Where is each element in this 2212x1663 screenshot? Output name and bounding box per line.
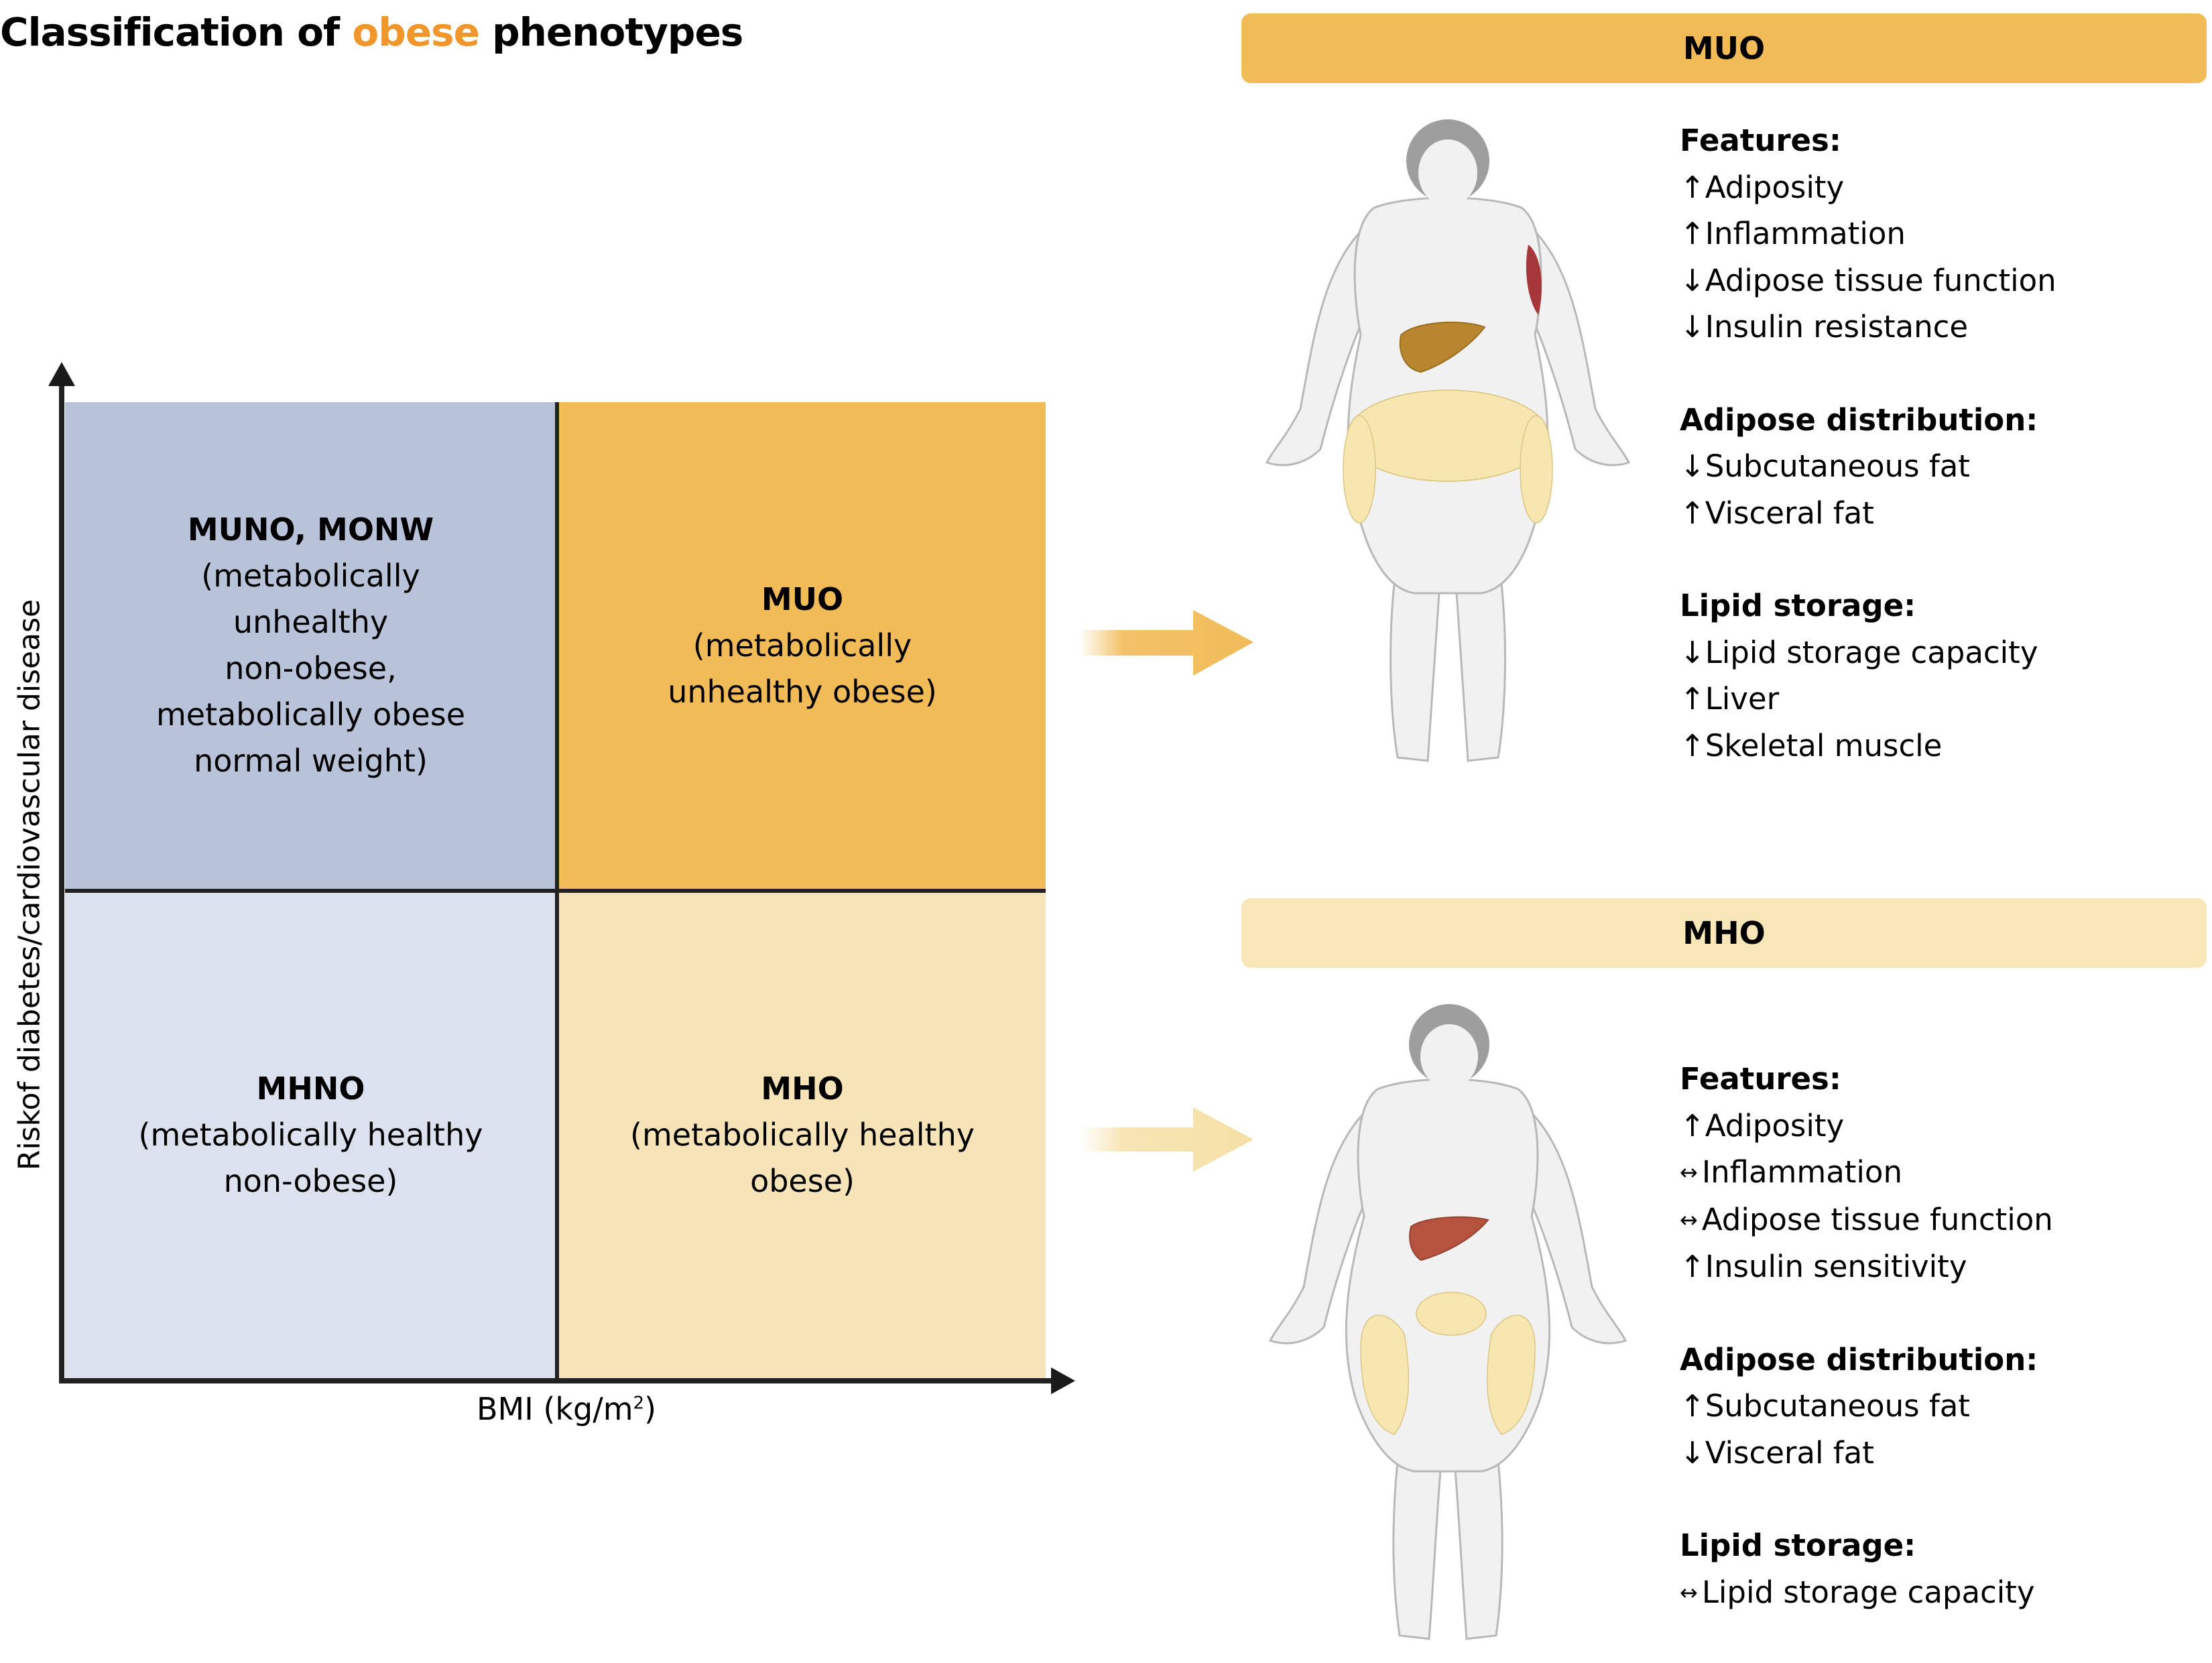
- list-item: ↑Visceral fat: [1680, 490, 2056, 537]
- y-axis-label: Riskof diabetes/cardiovascular disease: [12, 599, 47, 1171]
- list-item-text: Inflammation: [1701, 1154, 1902, 1190]
- list-item-text: Adipose tissue function: [1705, 262, 2056, 298]
- list-item: ↑Insulin sensitivity: [1680, 1243, 2053, 1290]
- title-accent-word: obese: [352, 9, 480, 55]
- muo-header: MUO: [1241, 13, 2207, 83]
- x-axis-line: [59, 1378, 1058, 1383]
- direction-icon: ↑: [1680, 169, 1705, 205]
- section-heading: Lipid storage:: [1680, 588, 1916, 623]
- list-item: ↔Adipose tissue function: [1680, 1196, 2053, 1244]
- direction-icon: ↓: [1680, 262, 1705, 298]
- quadrant-line: non-obese): [223, 1163, 398, 1199]
- x-axis-label-close: ): [644, 1391, 657, 1427]
- quadrant-line: metabolically obese: [156, 696, 466, 733]
- list-item: ↓Insulin resistance: [1680, 304, 2056, 351]
- list-item: ↑Skeletal muscle: [1680, 723, 2056, 769]
- direction-icon: ↑: [1680, 1388, 1705, 1424]
- quadrant-line: (metabolically: [201, 558, 420, 594]
- direction-icon: ↓: [1680, 448, 1705, 484]
- arrow-to-mho-icon: [1079, 1107, 1253, 1172]
- quadrant-line: normal weight): [194, 743, 428, 779]
- section-heading: Adipose distribution:: [1680, 402, 2038, 438]
- section-heading: Lipid storage:: [1680, 1528, 1916, 1563]
- direction-icon: ↑: [1680, 727, 1705, 763]
- direction-icon: ↔: [1680, 1207, 1698, 1233]
- muo-characteristics-panel: Features: ↑Adiposity ↑Inflammation ↓Adip…: [1680, 117, 2056, 769]
- y-axis-line: [59, 375, 64, 1383]
- section-heading: Features:: [1680, 1061, 1841, 1097]
- horizontal-divider: [65, 889, 1046, 893]
- direction-icon: ↔: [1680, 1160, 1698, 1185]
- list-item: ↑Liver: [1680, 676, 2056, 723]
- quadrant-line: obese): [750, 1163, 855, 1199]
- y-axis-arrowhead-icon: [48, 362, 75, 386]
- list-item-text: Insulin resistance: [1705, 309, 1969, 345]
- direction-icon: ↓: [1680, 309, 1705, 345]
- list-item: ↓Lipid storage capacity: [1680, 629, 2056, 676]
- x-axis-label-text: BMI (kg/m: [476, 1391, 633, 1427]
- direction-icon: ↓: [1680, 634, 1705, 670]
- list-item: ↑Adiposity: [1680, 164, 2056, 211]
- list-item: ↔Inflammation: [1680, 1149, 2053, 1196]
- direction-icon: ↑: [1680, 1107, 1705, 1144]
- mho-characteristics-panel: Features: ↑Adiposity ↔Inflammation ↔Adip…: [1680, 1056, 2053, 1616]
- title-prefix: Classification of: [0, 9, 353, 55]
- list-item-text: Lipid storage capacity: [1705, 634, 2038, 670]
- list-item-text: Subcutaneous fat: [1705, 1388, 1970, 1424]
- quadrant-mhno: MHNO (metabolically healthy non-obese): [65, 891, 556, 1379]
- list-item-text: Adiposity: [1705, 1107, 1845, 1144]
- list-item: ↓Visceral fat: [1680, 1430, 2053, 1477]
- figure-title: Classification of obese phenotypes: [0, 9, 743, 55]
- direction-icon: ↑: [1680, 681, 1705, 717]
- list-item-text: Inflammation: [1705, 216, 1906, 251]
- list-item-text: Adiposity: [1705, 169, 1845, 205]
- direction-icon: ↑: [1680, 495, 1705, 531]
- quadrant-line: (metabolically healthy: [138, 1117, 483, 1153]
- list-item: ↓Subcutaneous fat: [1680, 443, 2056, 490]
- list-item-text: Subcutaneous fat: [1705, 448, 1970, 484]
- x-axis-label-superscript: 2: [633, 1393, 645, 1414]
- quadrant-line: unhealthy obese): [668, 673, 937, 710]
- section-heading: Features:: [1680, 123, 1841, 158]
- list-item-text: Skeletal muscle: [1705, 727, 1943, 763]
- list-item-text: Liver: [1705, 681, 1780, 717]
- title-suffix: phenotypes: [479, 9, 743, 55]
- visceral-fat-cluster: [1347, 389, 1549, 482]
- section-heading: Adipose distribution:: [1680, 1341, 2038, 1377]
- direction-icon: ↑: [1680, 216, 1705, 251]
- list-item-text: Adipose tissue function: [1701, 1201, 2053, 1237]
- x-axis-label: BMI (kg/m2): [477, 1391, 656, 1427]
- list-item: ↑Subcutaneous fat: [1680, 1383, 2053, 1430]
- direction-icon: ↔: [1680, 1579, 1698, 1605]
- quadrant-mho: MHO (metabolically healthy obese): [559, 891, 1046, 1379]
- quadrant-line: (metabolically healthy: [630, 1117, 975, 1153]
- list-item-text: Visceral fat: [1705, 495, 1874, 531]
- quadrant-muo: MUO (metabolically unhealthy obese): [559, 402, 1046, 889]
- list-item: ↑Inflammation: [1680, 210, 2056, 257]
- muo-body-figure-icon: [1265, 119, 1631, 762]
- quadrant-line: non-obese,: [225, 650, 397, 686]
- list-item-text: Lipid storage capacity: [1701, 1574, 2035, 1610]
- quadrant-line: (metabolically: [692, 627, 912, 664]
- list-item-text: Visceral fat: [1705, 1434, 1874, 1471]
- direction-icon: ↑: [1680, 1249, 1705, 1284]
- list-item-text: Insulin sensitivity: [1705, 1249, 1967, 1284]
- quadrant-line: unhealthy: [233, 604, 389, 640]
- quadrant-title: MUO: [761, 580, 844, 617]
- mho-header: MHO: [1241, 898, 2207, 968]
- x-axis-arrowhead-icon: [1051, 1367, 1075, 1394]
- direction-icon: ↓: [1680, 1434, 1705, 1471]
- quadrant-title: MUNO, MONW: [187, 511, 434, 548]
- quadrant-title: MHNO: [256, 1070, 365, 1107]
- list-item: ↑Adiposity: [1680, 1103, 2053, 1150]
- arrow-to-muo-icon: [1079, 610, 1253, 676]
- list-item: ↔Lipid storage capacity: [1680, 1569, 2053, 1617]
- quadrant-title: MHO: [761, 1070, 844, 1107]
- list-item: ↓Adipose tissue function: [1680, 257, 2056, 304]
- quadrant-muno-monw: MUNO, MONW (metabolically unhealthy non-…: [65, 402, 556, 889]
- mho-body-figure-icon: [1268, 1004, 1627, 1640]
